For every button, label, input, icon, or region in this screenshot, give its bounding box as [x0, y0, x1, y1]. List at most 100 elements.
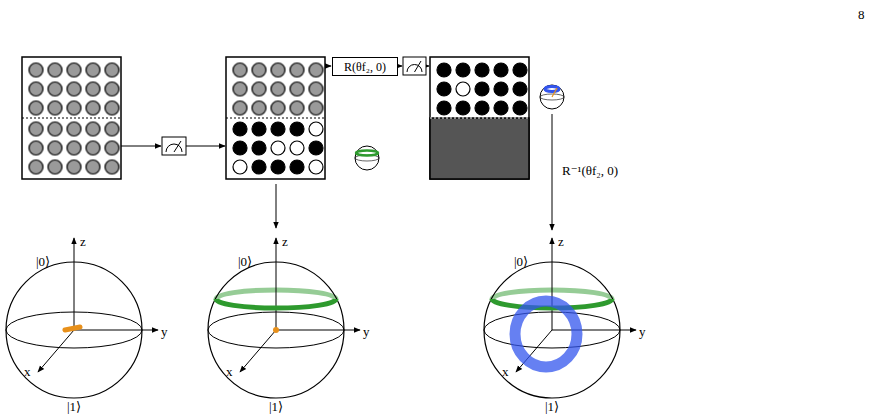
qubit-array-part-part	[475, 63, 489, 77]
axis-label: x	[24, 365, 31, 378]
qubit-array-part-part	[513, 82, 527, 96]
bloch-sphere-part	[276, 330, 360, 331]
qubit-array-part	[226, 57, 325, 179]
qubit-array-part	[22, 118, 121, 119]
qubit-array-part	[437, 63, 527, 115]
bloch-sphere-part	[276, 238, 277, 330]
axis-label: y	[639, 325, 646, 338]
bloch-icon-part	[355, 146, 379, 170]
bloch-sphere	[484, 238, 636, 398]
qubit-array-part	[226, 118, 325, 119]
axis-label: z	[558, 235, 564, 248]
qubit-array-part-part	[513, 101, 527, 115]
qubit-array-part-part	[456, 63, 470, 77]
qubit-array-part	[430, 118, 529, 179]
bloch-sphere-part	[216, 299, 336, 308]
bloch-icon	[355, 146, 379, 170]
state-label: |0⟩	[238, 255, 252, 268]
qubit-array-part-part	[456, 82, 470, 96]
qubit-array-part-part	[27, 120, 122, 177]
qubit-array-part-part	[271, 160, 285, 174]
qubit-array-part-part	[233, 141, 247, 155]
qubit-array-part-part	[309, 122, 323, 136]
arrow-part	[186, 146, 225, 147]
meter-symbol-part	[166, 144, 182, 152]
bloch-icon-part	[356, 151, 378, 156]
qubit-array-part-part	[271, 141, 285, 155]
meter-symbol-part	[174, 141, 181, 152]
axis-label: x	[502, 365, 509, 378]
bloch-sphere-part	[552, 238, 553, 330]
meter-symbol-part	[415, 61, 422, 72]
arrow-part	[552, 114, 553, 230]
qubit-array-part-part	[475, 101, 489, 115]
qubit-array	[226, 57, 326, 179]
bloch-sphere	[6, 238, 158, 398]
qubit-array-part	[27, 120, 122, 177]
bloch-sphere-part	[65, 327, 80, 330]
qubit-array-part-part	[290, 160, 304, 174]
bloch-icon-part	[552, 88, 557, 97]
qubit-array-part	[430, 57, 529, 179]
meter-symbol-part	[403, 57, 426, 75]
bloch-sphere-part	[74, 238, 75, 330]
meter-symbol	[403, 57, 426, 75]
bloch-sphere-part	[38, 330, 74, 372]
bloch-sphere-part	[74, 330, 158, 331]
qubit-array-part-part	[233, 160, 247, 174]
meter-symbol-part	[407, 65, 422, 73]
qubit-array-part-part	[290, 141, 304, 155]
arrow-part	[325, 66, 331, 67]
qubit-array-part	[27, 61, 122, 118]
bloch-sphere-part	[515, 301, 577, 367]
axis-label: x	[226, 365, 233, 378]
qubit-array-part-part	[437, 63, 451, 77]
qubit-array	[430, 57, 529, 179]
qubit-array-part-part	[231, 61, 326, 118]
qubit-array-part-part	[494, 63, 508, 77]
qubit-array-part	[430, 118, 529, 119]
qubit-array-part-part	[290, 122, 304, 136]
bloch-icon-part	[540, 85, 564, 109]
qubit-array-part-part	[475, 82, 489, 96]
arrow	[276, 114, 552, 230]
meter-symbol-part	[162, 137, 186, 155]
qubit-array-part-part	[27, 61, 122, 118]
axis-label: y	[363, 325, 370, 338]
bloch-sphere	[208, 238, 360, 398]
qubit-array-part-part	[513, 63, 527, 77]
bloch-icon	[540, 85, 564, 109]
arrow-part	[121, 146, 161, 147]
operation-box: R(θf₂, 0)	[332, 57, 398, 76]
qubit-array-part-part	[494, 82, 508, 96]
qubit-array-part	[231, 61, 326, 118]
qubit-array-part-part	[252, 122, 266, 136]
qubit-array-part	[22, 57, 121, 179]
operation-label: R(θf₂, 0)	[344, 61, 386, 73]
qubit-array-part-part	[494, 101, 508, 115]
qubit-array-part-part	[309, 160, 323, 174]
bloch-sphere-part	[273, 327, 279, 333]
arrow-part	[276, 184, 277, 228]
qubit-array-part	[233, 122, 323, 174]
axis-label: z	[282, 235, 288, 248]
qubit-array-part-part	[437, 101, 451, 115]
qubit-array	[22, 57, 122, 179]
arrow-part	[398, 66, 402, 67]
qubit-array-part-part	[252, 141, 266, 155]
bloch-sphere-part	[240, 330, 276, 372]
state-label: |0⟩	[36, 255, 50, 268]
qubit-array-part-part	[437, 82, 451, 96]
axis-label: y	[161, 325, 168, 338]
qubit-array-part-part	[456, 101, 470, 115]
state-label: |1⟩	[269, 400, 283, 413]
qubit-array-part-part	[233, 122, 247, 136]
meter-symbol	[162, 137, 186, 155]
operation-label: R⁻¹(θf₂, 0)	[562, 164, 618, 177]
axis-label: z	[80, 235, 86, 248]
qubit-array-part-part	[271, 122, 285, 136]
state-label: |1⟩	[545, 400, 559, 413]
qubit-array-part-part	[252, 160, 266, 174]
